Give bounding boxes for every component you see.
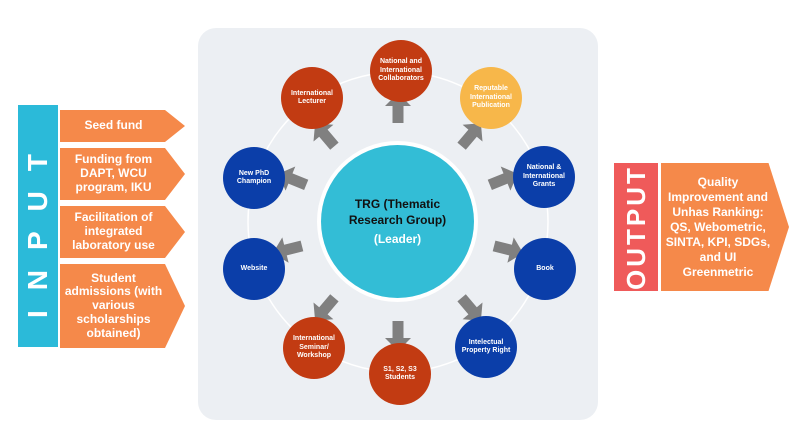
trg-leader-circle: TRG (Thematic Research Group) (Leader) xyxy=(321,145,474,298)
output-label-bar: OUTPUT xyxy=(614,163,658,291)
center-subtitle: (Leader) xyxy=(373,232,422,247)
output-item-ranking: Quality Improvement and Unhas Ranking: Q… xyxy=(661,163,789,291)
input-label: INPUT xyxy=(22,134,53,318)
node-seminar: International Seminar/ Workshop xyxy=(283,317,345,379)
arrow-to-lecturer xyxy=(313,123,339,150)
arrow-to-phd-champion xyxy=(278,166,309,191)
center-title: TRG (Thematic Research Group) xyxy=(348,196,447,227)
node-property-right-label: Intelectual Property Right xyxy=(461,338,511,354)
input-item-laboratory: Facilitation of integrated laboratory us… xyxy=(60,206,185,258)
input-item-student-admissions: Student admissions (with various scholar… xyxy=(60,264,185,348)
node-students: S1, S2, S3 Students xyxy=(369,343,431,405)
node-lecturer-label: International Lecturer xyxy=(290,89,333,105)
node-grants: National & International Grants xyxy=(513,146,575,208)
node-phd-champion: New PhD Champion xyxy=(223,147,285,209)
node-grants-label: National & International Grants xyxy=(522,164,565,189)
node-book-label: Book xyxy=(536,264,554,272)
node-phd-champion-label: New PhD Champion xyxy=(236,169,272,185)
input-label-bar: INPUT xyxy=(18,105,58,347)
node-lecturer: International Lecturer xyxy=(281,67,343,129)
node-students-label: S1, S2, S3 Students xyxy=(383,365,417,381)
input-item-funding: Funding from DAPT, WCU program, IKU xyxy=(60,148,185,200)
input-item-seed-fund: Seed fund xyxy=(60,110,185,142)
arrow-to-grants xyxy=(487,166,518,191)
node-seminar-label: International Seminar/ Workshop xyxy=(292,335,335,360)
node-book: Book xyxy=(514,238,576,300)
input-item-label: Student admissions (with various scholar… xyxy=(64,270,163,340)
input-item-label: Facilitation of integrated laboratory us… xyxy=(72,210,155,252)
arrow-to-property-right xyxy=(457,294,483,321)
arrow-to-publication xyxy=(457,123,483,150)
node-publication-label: Reputable International Publication xyxy=(469,85,512,110)
input-item-label: Funding from DAPT, WCU program, IKU xyxy=(74,152,153,194)
node-property-right: Intelectual Property Right xyxy=(455,316,517,378)
node-collaborators-label: National and International Collaborators xyxy=(378,58,424,83)
node-website: Website xyxy=(223,238,285,300)
input-item-label: Seed fund xyxy=(84,118,143,133)
node-website-label: Website xyxy=(240,264,268,272)
output-item-label: Quality Improvement and Unhas Ranking: Q… xyxy=(665,174,771,279)
node-publication: Reputable International Publication xyxy=(460,67,522,129)
output-label: OUTPUT xyxy=(620,164,651,290)
node-collaborators: National and International Collaborators xyxy=(370,40,432,102)
arrow-to-seminar xyxy=(313,294,339,321)
